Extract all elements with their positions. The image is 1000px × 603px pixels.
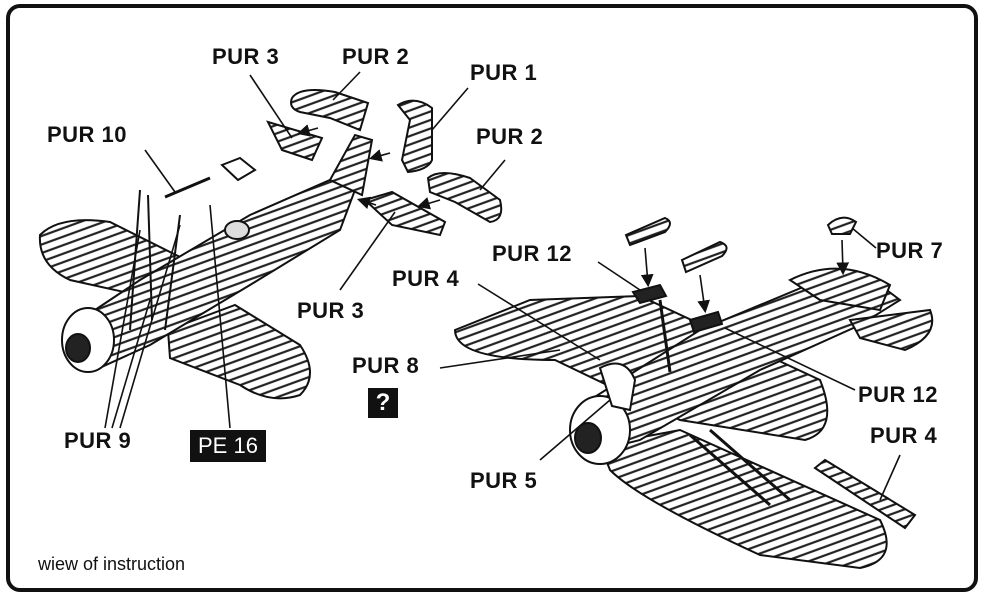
caption: wiew of instruction [38,554,186,574]
label-pur12-top: PUR 12 [492,241,573,266]
left-aircraft [38,133,374,400]
label-pur8: PUR 8 [352,353,420,378]
part-pur7 [826,216,858,235]
label-pur5: PUR 5 [470,468,538,493]
right-aircraft [453,267,934,570]
label-pur2-top: PUR 2 [342,44,410,69]
part-pur10 [164,156,257,199]
part-pur5 [598,362,637,412]
question-box: ? [368,388,398,418]
part-pur3-top [266,120,324,162]
label-pur9: PUR 9 [64,428,132,453]
left-arrows [296,124,441,210]
label-pur3-bottom: PUR 3 [297,298,365,323]
label-pur2-right: PUR 2 [476,124,544,149]
label-pur10: PUR 10 [47,122,128,147]
label-pur1: PUR 1 [470,60,538,85]
part-pur12-bombs [624,216,728,334]
part-pur4-right [813,458,917,530]
part-pur2-right [426,172,503,224]
label-pe16: PE 16 [190,430,266,462]
label-pur4-left: PUR 4 [392,266,460,291]
label-pur4-right: PUR 4 [870,423,938,448]
right-leaders [439,227,901,501]
right-struts [658,299,791,507]
part-pur2-top [290,89,370,132]
part-pur3-bottom [363,190,447,237]
label-pur3-top: PUR 3 [212,44,280,69]
label-pur7: PUR 7 [876,238,944,263]
left-leaders [104,71,506,429]
part-pur1 [396,99,433,174]
label-pur12-right: PUR 12 [858,382,939,407]
right-arrows [640,239,850,314]
